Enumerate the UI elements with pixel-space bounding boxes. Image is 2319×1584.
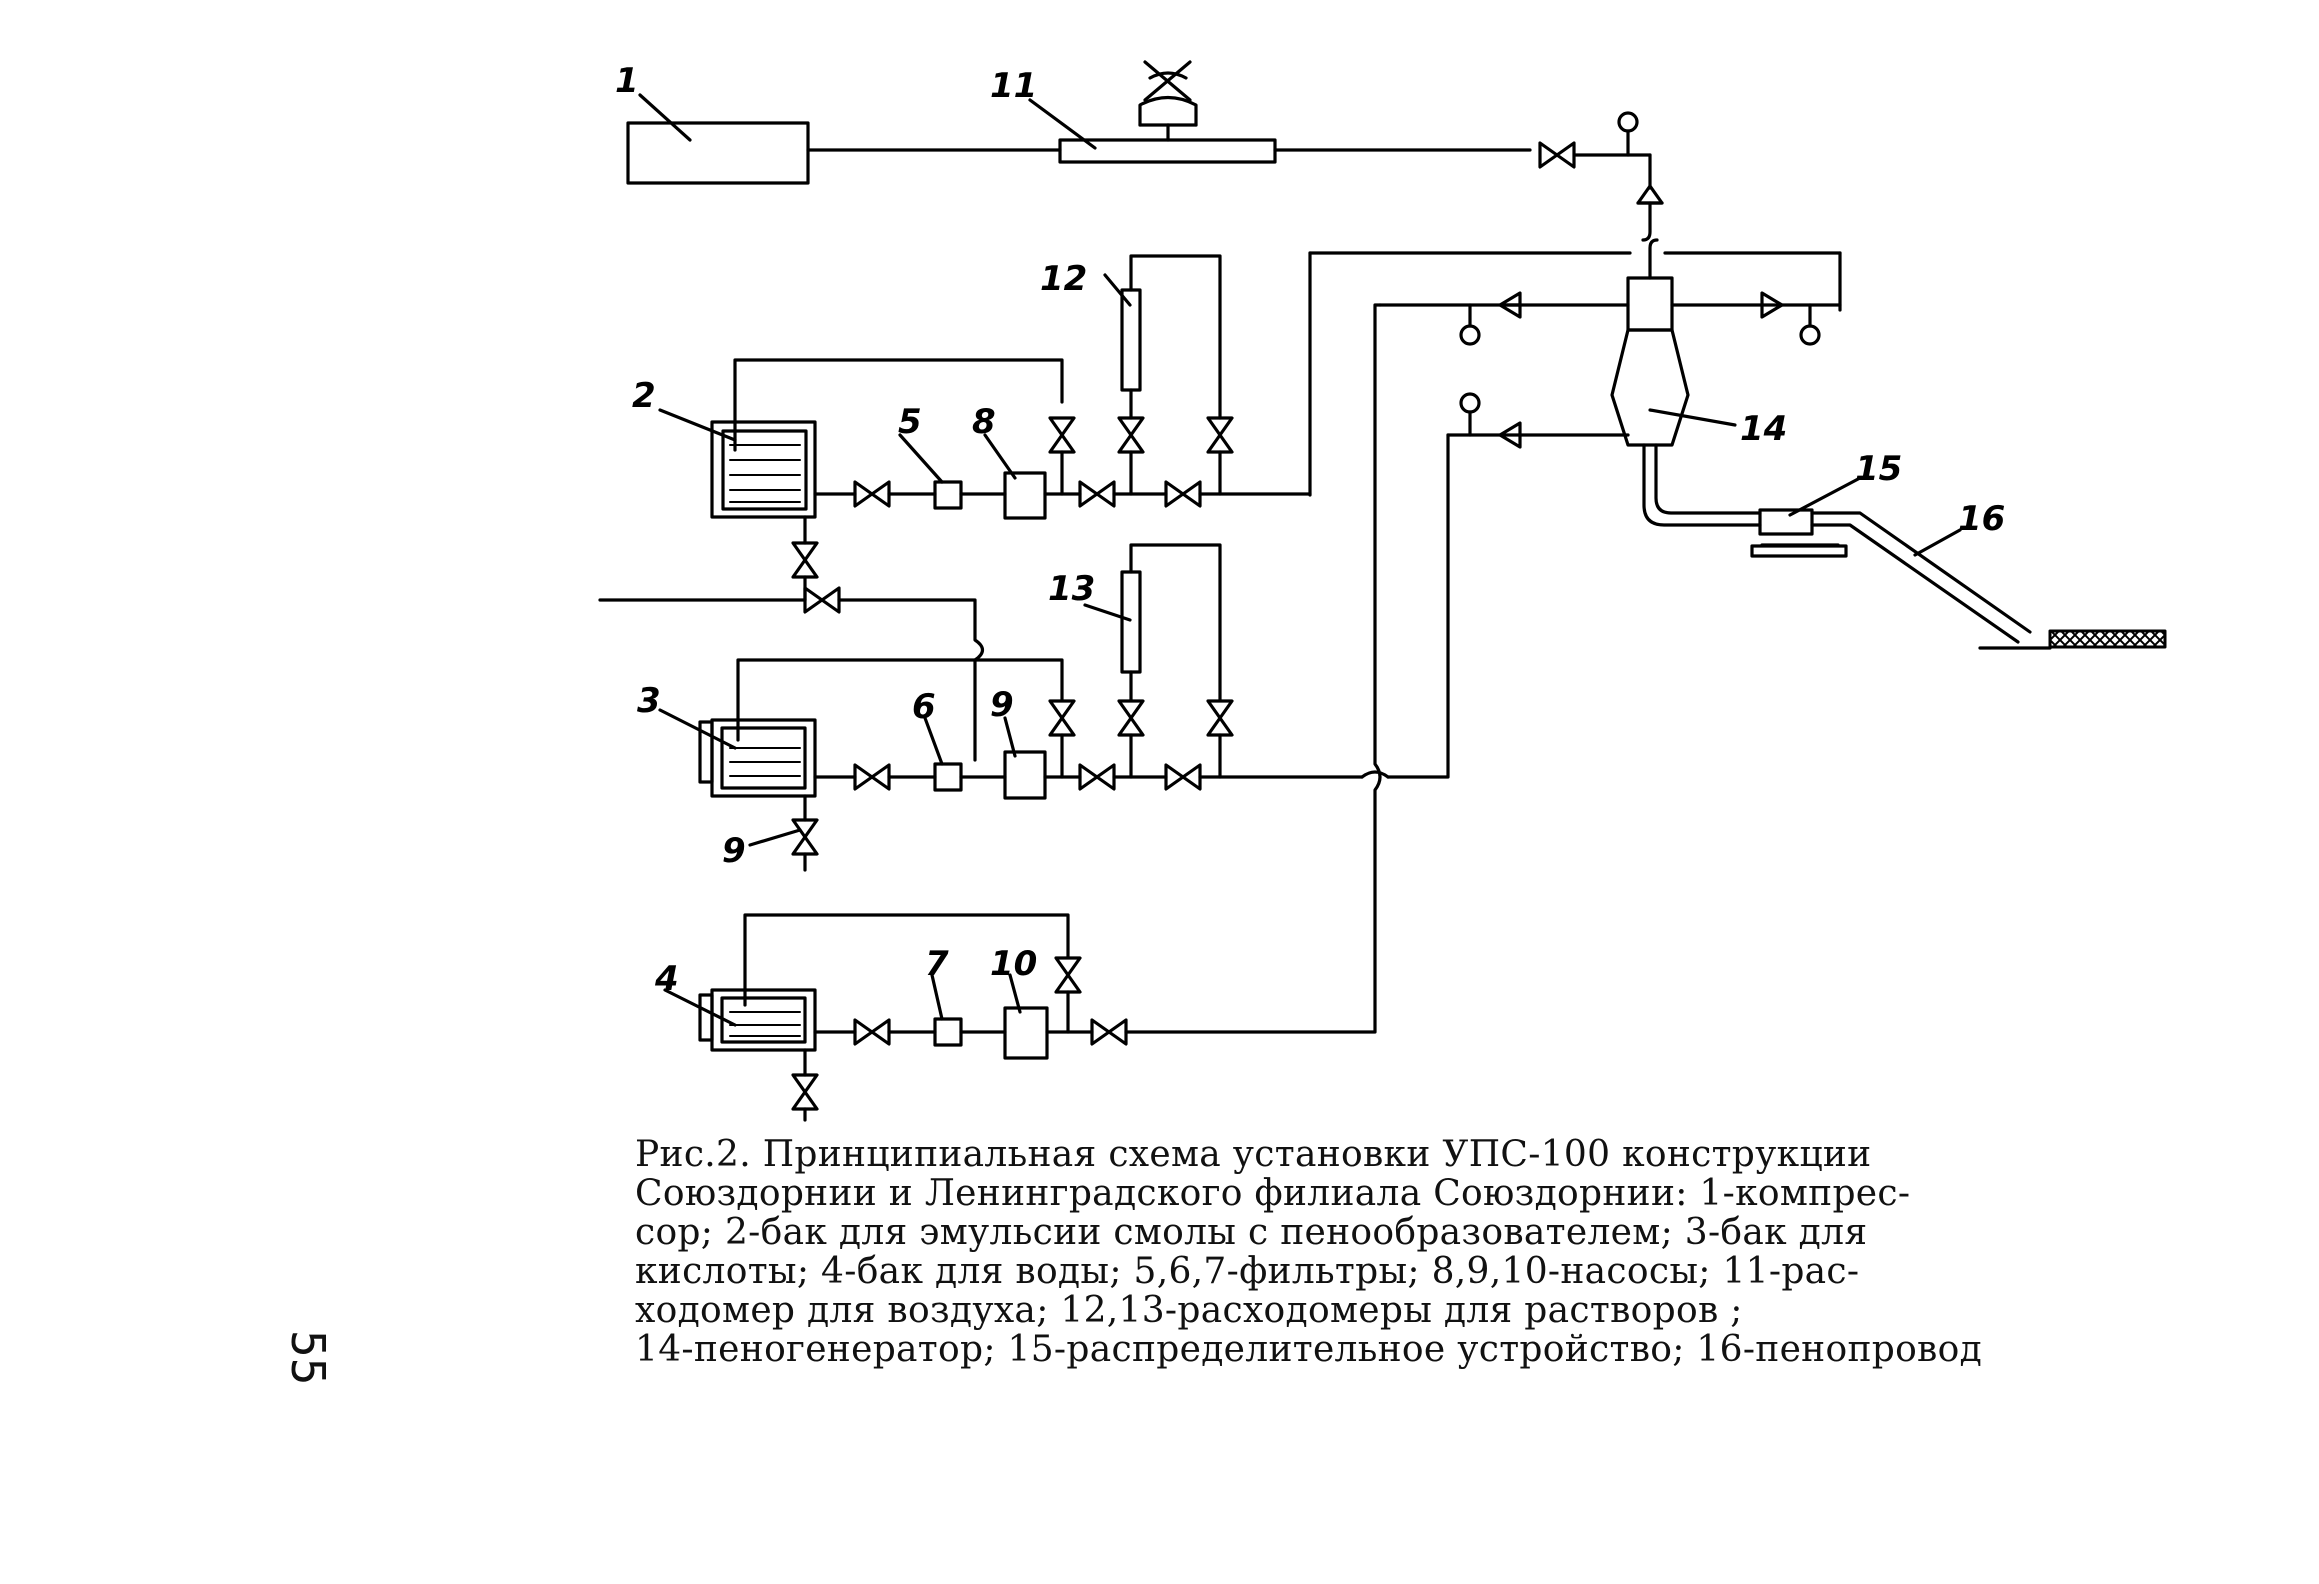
air-gauge [1617, 111, 1639, 133]
tank-3-valve [853, 763, 891, 791]
label-4: 4 [654, 959, 679, 999]
tank-4-valve [853, 1018, 891, 1046]
label-6: 6 [912, 687, 936, 727]
tank-2-bypass-valve [1048, 416, 1076, 454]
compressor [626, 121, 810, 185]
label-10: 10 [990, 944, 1037, 984]
caption-line-5: ходомер для воздуха; 12,13-расходомеры д… [635, 1290, 1743, 1331]
label-9-valve: 9 [722, 831, 746, 871]
air-check-valve [1636, 184, 1664, 205]
label-11: 11 [990, 66, 1037, 106]
tank-2-drain-valve [791, 541, 819, 579]
flowmeter-13 [1120, 570, 1142, 674]
caption-line-2: Союздорнии и Ленинградского филиала Союз… [635, 1173, 1911, 1214]
label-13: 13 [1048, 569, 1095, 609]
tank-3-inner [720, 726, 807, 790]
pump-8 [1003, 471, 1047, 520]
tank-2-inner [721, 429, 808, 511]
foam-layer [2048, 629, 2167, 649]
tank-2-valve [853, 480, 891, 508]
tank-3-bypass-valve [1048, 699, 1076, 737]
filter-5 [933, 480, 963, 510]
filter-6 [933, 762, 963, 792]
tank-3-outer [710, 718, 817, 798]
label-8: 8 [972, 402, 996, 442]
distributor [1758, 508, 1814, 536]
tank-2-liquid [729, 444, 801, 503]
air-flowmeter [1058, 138, 1277, 164]
label-1: 1 [615, 61, 639, 101]
figure-caption: Рис.2. Принципиальная схема установки УП… [635, 1135, 2155, 1369]
label-2: 2 [632, 376, 656, 416]
mixing-chamber [1626, 276, 1674, 332]
flowmeter-12-bypass-valve [1206, 416, 1234, 454]
label-14: 14 [1740, 409, 1787, 449]
flowmeter-12-valve [1117, 416, 1145, 454]
caption-line-4: кислоты; 4-бак для воды; 5,6,7-фильтры; … [635, 1251, 1860, 1292]
label-15: 15 [1855, 449, 1902, 489]
tank-3-drain-valve [791, 818, 819, 856]
label-7: 7 [925, 944, 949, 984]
pump-9 [1003, 750, 1047, 800]
label-3: 3 [637, 681, 661, 721]
check-valve-lower [1498, 421, 1522, 449]
flowmeter-13-bypass-valve [1206, 699, 1234, 737]
valve-2a [1078, 480, 1116, 508]
check-valve-right [1760, 291, 1784, 319]
valve-4a [1090, 1018, 1128, 1046]
flowmeter-13-valve [1117, 699, 1145, 737]
caption-line-6: 14-пеногенератор; 15-распределительное у… [635, 1329, 1983, 1370]
gauge-x-mark [1143, 60, 1192, 102]
valve-3b [1164, 763, 1202, 791]
filter-7 [933, 1017, 963, 1047]
label-16: 16 [1958, 499, 2005, 539]
label-5: 5 [898, 402, 922, 442]
valve-3a [1078, 763, 1116, 791]
tank-3-liquid [729, 747, 801, 777]
valve-2b [1164, 480, 1202, 508]
page-number: 55 [281, 1330, 335, 1386]
pump-10 [1003, 1006, 1049, 1060]
foam-generator [1610, 328, 1690, 447]
label-12: 12 [1040, 259, 1087, 299]
caption-line-3: сор; 2-бак для эмульсии смолы с пенообра… [635, 1212, 1868, 1253]
tank-4-bypass-valve [1054, 956, 1082, 994]
tank-2-outer [710, 420, 817, 519]
tank-4-drain-valve [791, 1073, 819, 1111]
tank-4-liquid [729, 1011, 801, 1037]
label-9-pump: 9 [990, 685, 1014, 725]
caption-line-1: Рис.2. Принципиальная схема установки УП… [635, 1134, 1872, 1175]
supply-valve [803, 586, 841, 614]
air-valve [1538, 141, 1576, 169]
